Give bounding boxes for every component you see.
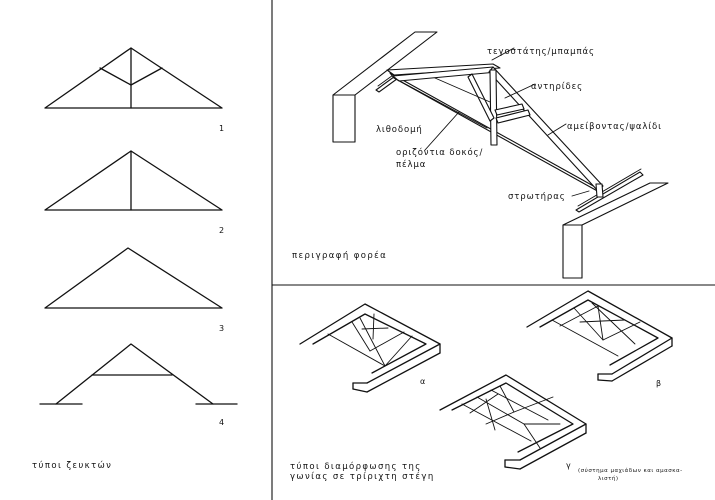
label-ridge: τεγοστάτης/μπαμπάς bbox=[487, 47, 595, 57]
hip-corner-variant-alpha bbox=[299, 303, 441, 393]
truss-number-4: 4 bbox=[219, 418, 224, 427]
bottom-right-panel: α β bbox=[290, 290, 683, 482]
label-masonry: λιθοδομή bbox=[376, 125, 423, 135]
truss-number-2: 2 bbox=[219, 226, 224, 235]
left-panel: 1 2 3 4 τύποι ζευκτών bbox=[32, 47, 238, 471]
hip-corner-variant-beta bbox=[526, 290, 673, 382]
variant-label-beta: β bbox=[656, 379, 661, 388]
label-tie-beam-line1: οριζόντια δοκός/ bbox=[396, 147, 483, 158]
roof-truss bbox=[386, 63, 604, 198]
truss-number-1: 1 bbox=[219, 124, 224, 133]
truss-types-caption: τύποι ζευκτών bbox=[32, 460, 112, 471]
hip-corner-caption-line2: γωνίας σε τρίριχτη στέγη bbox=[290, 471, 435, 482]
truss-type-3 bbox=[44, 247, 223, 309]
label-struts: αντηρίδες bbox=[531, 82, 583, 92]
label-wall-plate: στρωτήρας bbox=[508, 192, 566, 202]
top-right-panel: τεγοστάτης/μπαμπάς αντηρίδες αμείβοντας/… bbox=[292, 31, 669, 279]
callout-leaders bbox=[424, 47, 590, 197]
structure-caption: περιγραφή φορέα bbox=[292, 250, 387, 261]
truss-type-1 bbox=[44, 47, 223, 109]
label-rafter: αμείβοντας/ψαλίδι bbox=[567, 122, 662, 132]
truss-type-2 bbox=[44, 150, 223, 211]
truss-number-3: 3 bbox=[219, 324, 224, 333]
variant-label-gamma: γ bbox=[566, 461, 571, 470]
hip-corner-variant-gamma bbox=[439, 374, 587, 470]
hip-corner-caption-line1: τύποι διαμόρφωσης της bbox=[290, 461, 422, 472]
truss-type-4 bbox=[39, 343, 238, 405]
left-masonry-wall bbox=[332, 31, 438, 143]
variant-gamma-note-line2: λιστή) bbox=[598, 475, 619, 482]
label-tie-beam-line2: πέλμα bbox=[396, 159, 426, 170]
variant-label-alpha: α bbox=[420, 377, 425, 386]
variant-gamma-note-line1: (σύστημα μαχιάδων και αμασκα- bbox=[578, 467, 683, 474]
right-masonry-wall bbox=[562, 182, 669, 279]
